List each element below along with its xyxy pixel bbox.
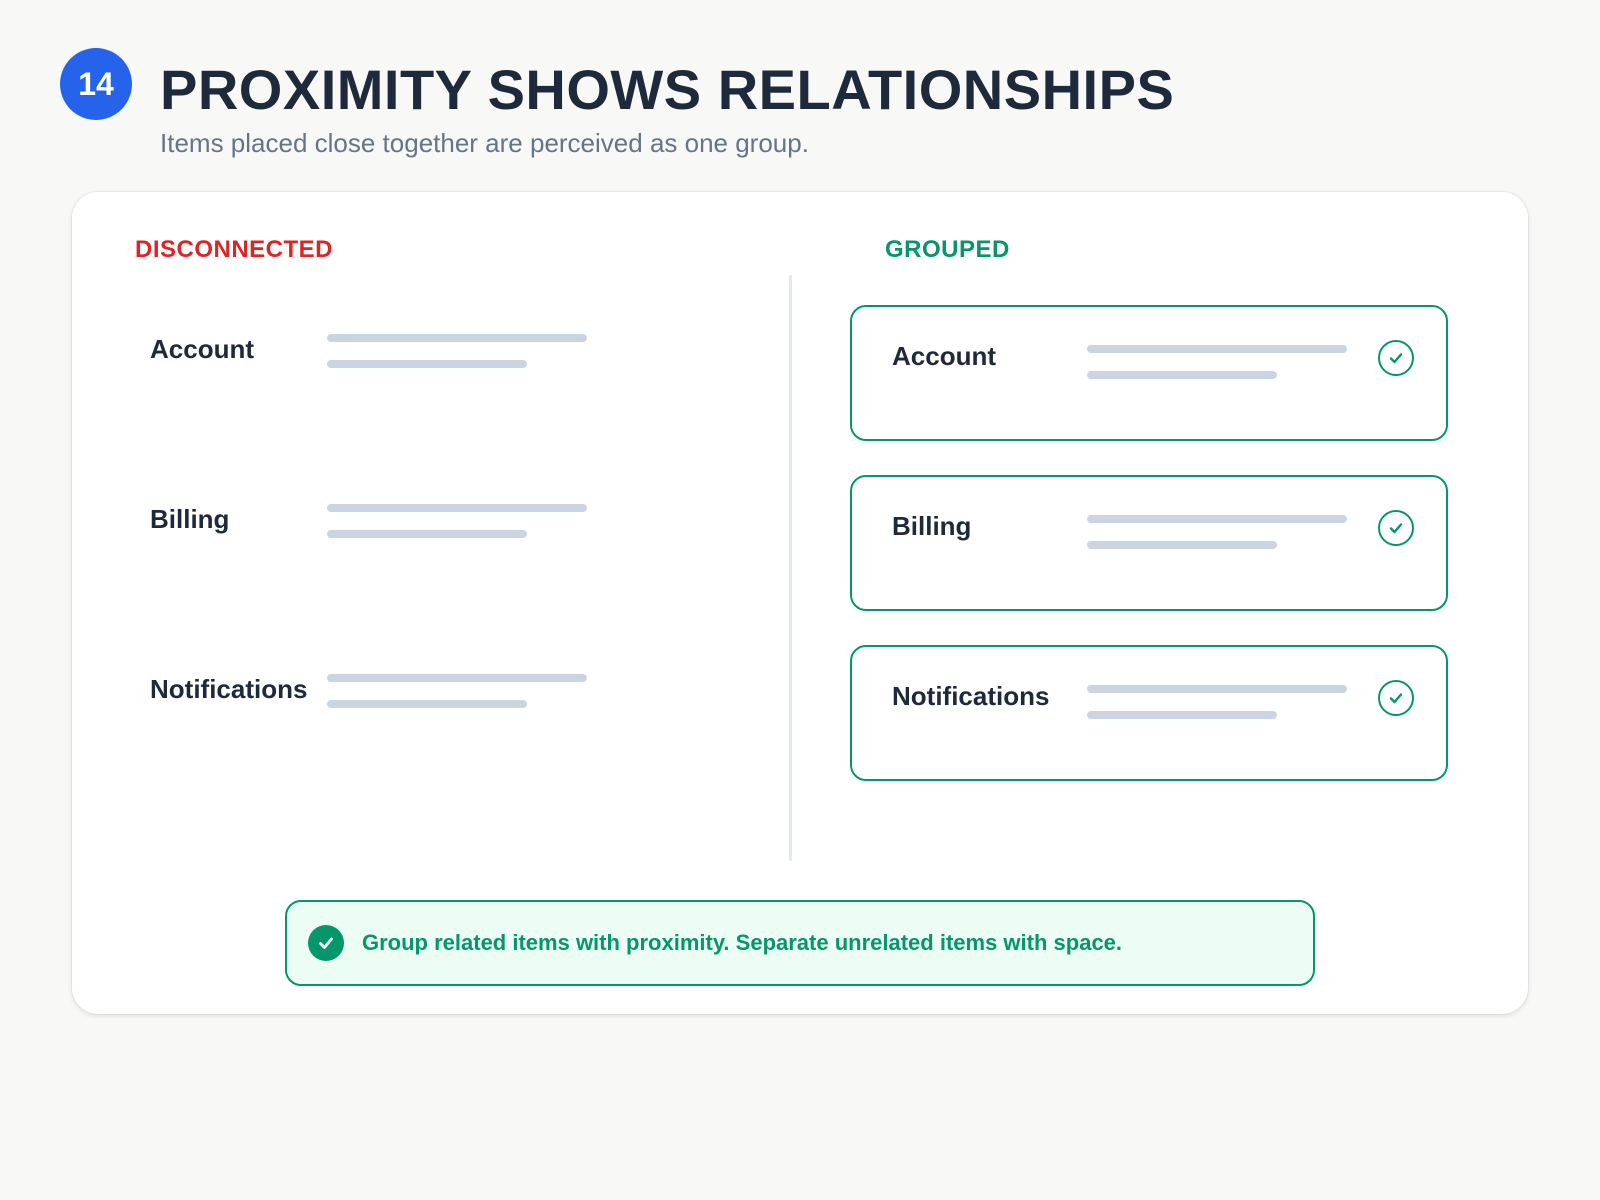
placeholder-line <box>327 360 527 368</box>
grouped-item-card: Notifications <box>850 645 1448 781</box>
disconnected-item: Billing <box>150 504 650 564</box>
check-circle-icon <box>1378 510 1414 546</box>
page-title: PROXIMITY SHOWS RELATIONSHIPS <box>160 58 1175 121</box>
check-circle-icon <box>1378 340 1414 376</box>
placeholder-line <box>1087 515 1347 523</box>
placeholder-line <box>1087 371 1277 379</box>
item-label: Notifications <box>150 674 308 704</box>
disconnected-item: Notifications <box>150 674 650 734</box>
placeholder-line <box>327 504 587 512</box>
item-label: Account <box>892 341 996 371</box>
item-label: Account <box>150 334 254 364</box>
column-divider <box>789 275 792 861</box>
item-label: Billing <box>892 511 972 541</box>
item-label: Billing <box>150 504 230 534</box>
step-number-badge: 14 <box>60 48 132 120</box>
placeholder-line <box>327 334 587 342</box>
grouped-item-card: Account <box>850 305 1448 441</box>
placeholder-line <box>327 700 527 708</box>
grouped-item-card: Billing <box>850 475 1448 611</box>
step-number: 14 <box>78 65 114 102</box>
disconnected-label: DISCONNECTED <box>135 236 334 263</box>
check-circle-filled-icon <box>308 925 344 961</box>
placeholder-line <box>327 530 527 538</box>
placeholder-line <box>1087 541 1277 549</box>
placeholder-line <box>327 674 587 682</box>
item-label: Notifications <box>892 681 1050 711</box>
check-circle-icon <box>1378 680 1414 716</box>
page-subtitle: Items placed close together are perceive… <box>160 128 809 158</box>
grouped-label: GROUPED <box>885 236 1010 263</box>
tip-text: Group related items with proximity. Sepa… <box>362 930 1123 955</box>
tip-banner: Group related items with proximity. Sepa… <box>285 900 1315 986</box>
placeholder-line <box>1087 345 1347 353</box>
comparison-card: DISCONNECTED GROUPED Account Billing Not… <box>72 192 1528 1014</box>
disconnected-item: Account <box>150 334 650 394</box>
placeholder-line <box>1087 711 1277 719</box>
placeholder-line <box>1087 685 1347 693</box>
